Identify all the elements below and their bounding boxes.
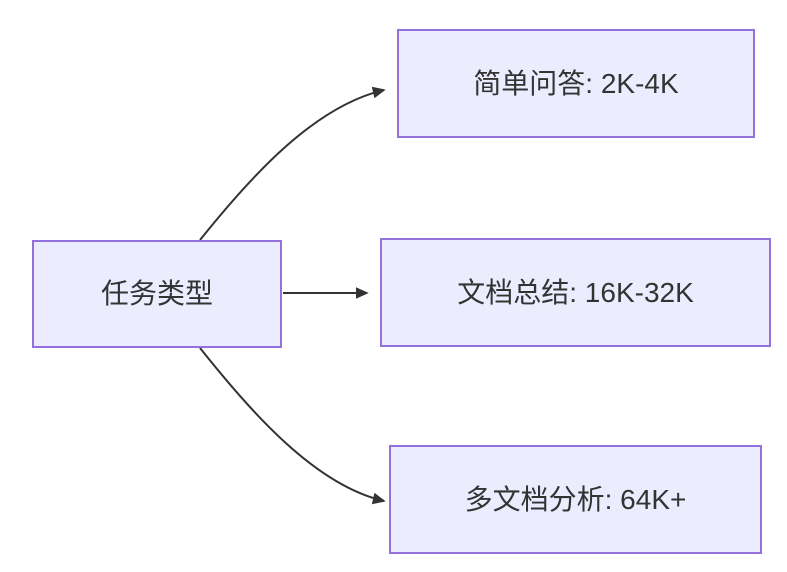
node-doc-summary-label: 文档总结: 16K-32K xyxy=(457,276,694,308)
node-task-type: 任务类型 xyxy=(32,240,282,348)
edge-to-multi-doc xyxy=(199,347,386,505)
node-simple-qa: 简单问答: 2K-4K xyxy=(397,29,755,138)
node-simple-qa-label: 简单问答: 2K-4K xyxy=(473,67,679,99)
edge-to-simple-qa xyxy=(199,86,386,241)
node-task-type-label: 任务类型 xyxy=(100,278,213,310)
node-doc-summary: 文档总结: 16K-32K xyxy=(380,238,771,347)
node-multi-doc-label: 多文档分析: 64K+ xyxy=(464,483,687,515)
node-multi-doc: 多文档分析: 64K+ xyxy=(389,445,762,554)
